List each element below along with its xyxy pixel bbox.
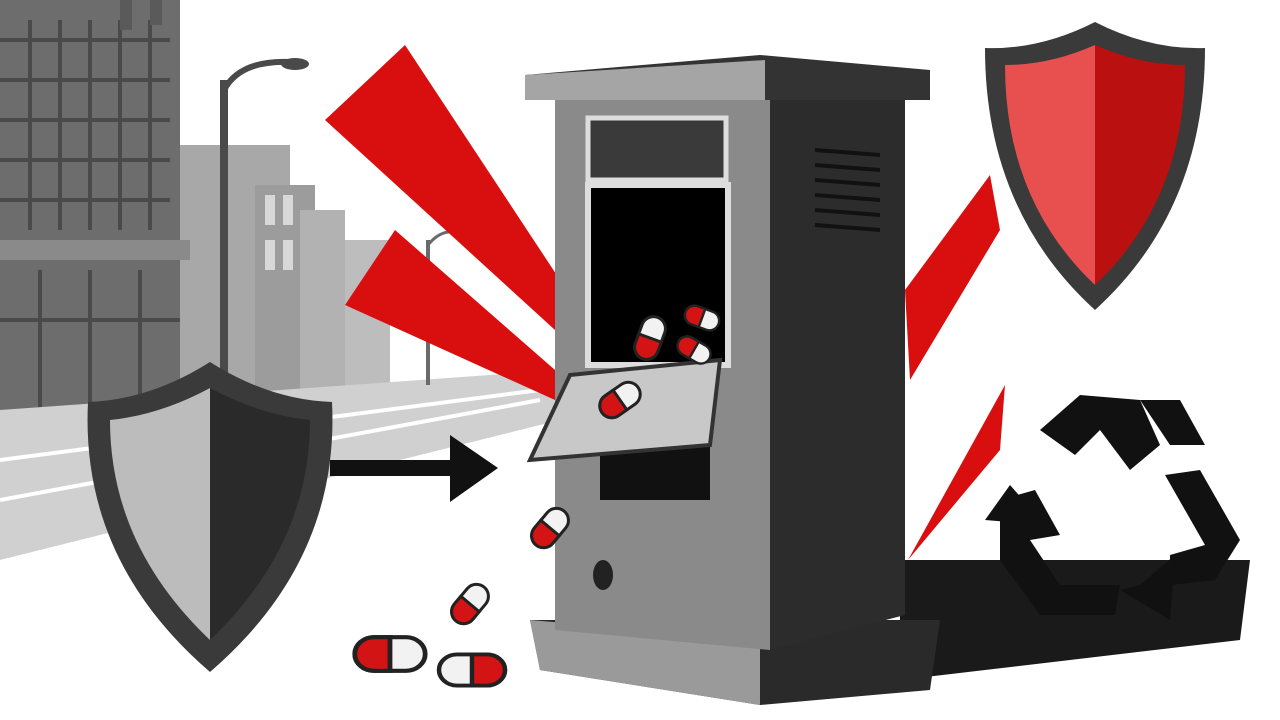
pill-icon xyxy=(355,637,425,671)
red-rays xyxy=(325,45,1005,560)
medication-disposal-kiosk xyxy=(525,55,940,705)
shield-icon xyxy=(985,22,1205,310)
pill-icon xyxy=(439,654,505,685)
arrow-right-icon xyxy=(330,435,498,502)
kiosk-label-panel xyxy=(585,115,729,183)
pill-icon xyxy=(445,577,495,631)
shield-icon xyxy=(87,362,333,672)
recycle-icon xyxy=(985,395,1240,620)
